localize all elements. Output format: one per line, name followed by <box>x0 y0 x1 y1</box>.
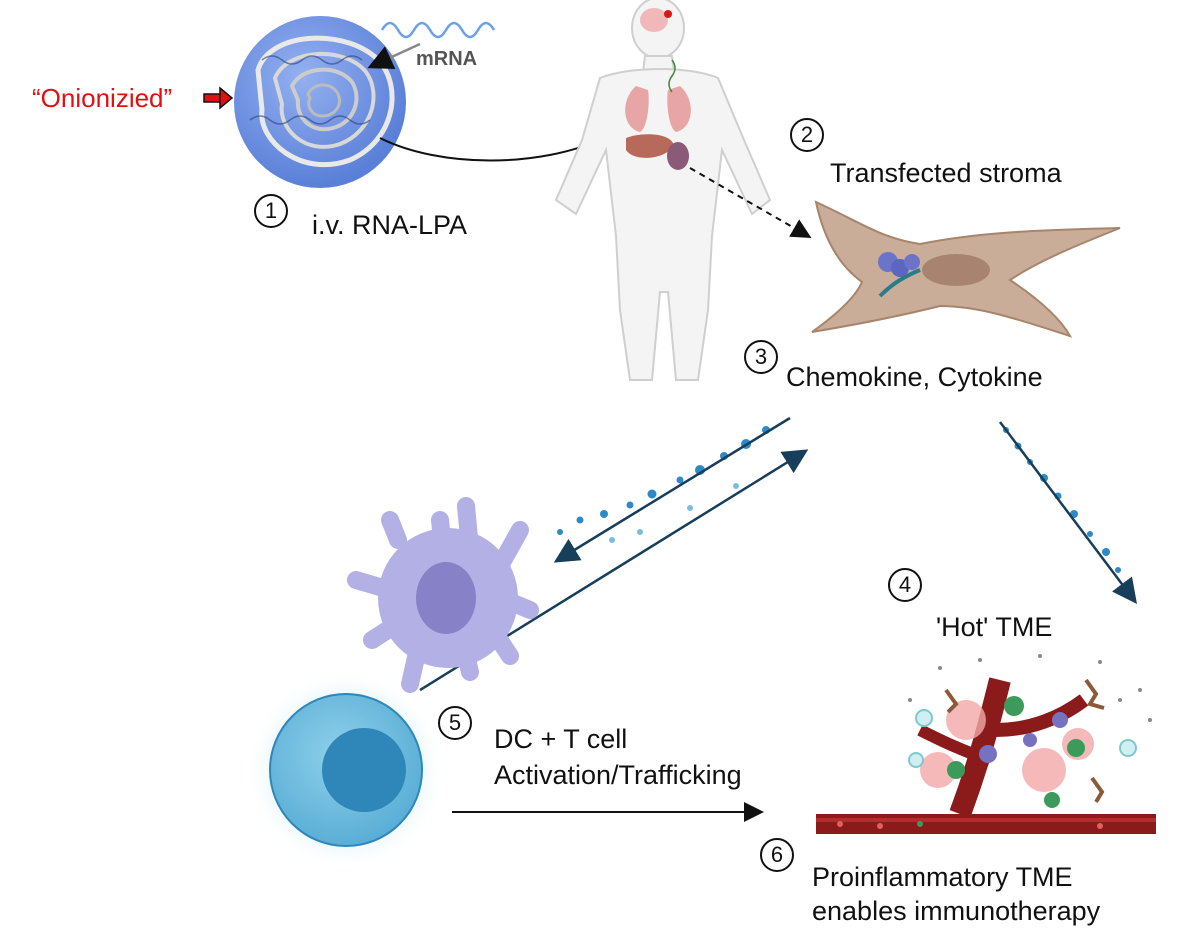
t-cell-icon <box>246 670 446 870</box>
stroma-cell-icon <box>811 200 1121 338</box>
step5-label-line1: DC + T cell <box>494 724 628 754</box>
step6-label-line2: enables immunotherapy <box>812 896 1101 926</box>
human-body-icon <box>554 0 772 381</box>
hot-tme-icon <box>816 654 1156 834</box>
mrna-strand-icon <box>380 21 496 39</box>
stroma-to-dc-arrow <box>553 416 791 563</box>
body-to-stroma-arrow <box>689 167 812 238</box>
dendritic-cell-icon <box>347 497 539 693</box>
onionized-arrow-icon <box>203 86 234 110</box>
onionized-label: “Onionizied” <box>32 83 173 113</box>
step-number-3: 3 <box>744 340 778 374</box>
step-number-2: 2 <box>790 118 824 152</box>
step4-label: 'Hot' TME <box>936 612 1053 642</box>
step1-label: i.v. RNA-LPA <box>312 210 468 240</box>
lpa-to-body-arrow <box>379 135 608 162</box>
mrna-label: mRNA <box>416 48 478 70</box>
step-number-4: 4 <box>888 568 922 602</box>
step-number-6: 6 <box>760 838 794 872</box>
step-number-1: 1 <box>254 194 288 228</box>
chemokine-dots-upper <box>557 426 770 543</box>
step2-label: Transfected stroma <box>830 158 1062 188</box>
step5-label-line2: Activation/Trafficking <box>494 760 742 790</box>
step6-label-line1: Proinflammatory TME <box>812 862 1073 892</box>
mrna-pointer-arrow <box>367 42 421 70</box>
step-number-5: 5 <box>438 706 472 740</box>
step3-label: Chemokine, Cytokine <box>786 362 1043 392</box>
stroma-to-tme-arrow <box>999 421 1138 604</box>
lpa-particle-icon <box>234 16 406 188</box>
